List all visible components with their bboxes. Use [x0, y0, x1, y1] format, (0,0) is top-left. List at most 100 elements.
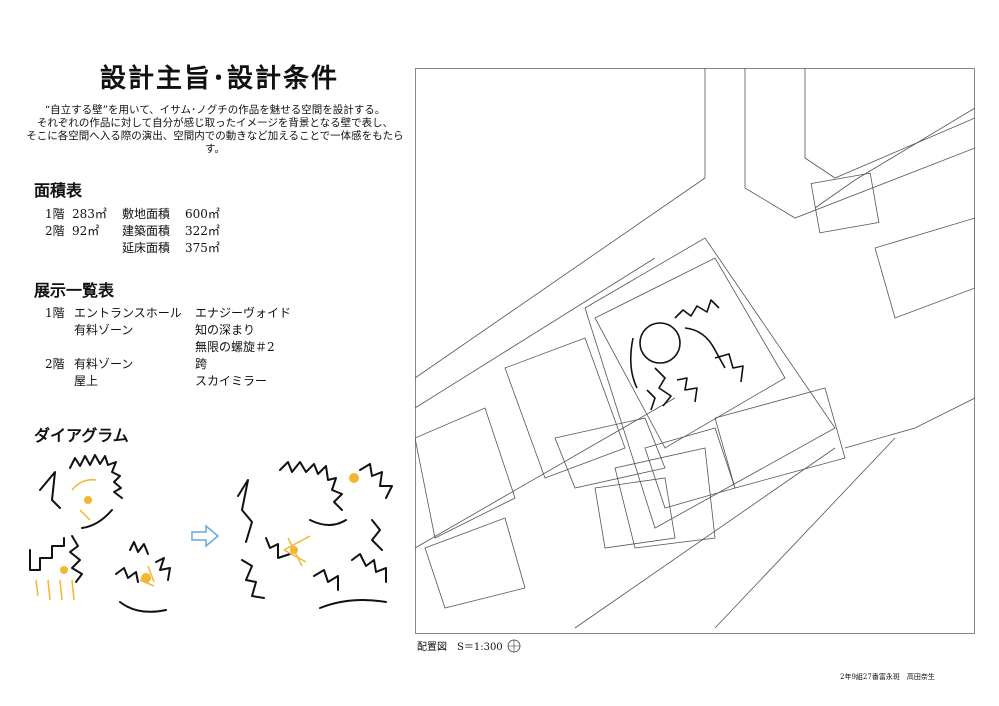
- museum-wall: [676, 377, 698, 403]
- artwork-star-icon: [141, 573, 151, 583]
- site-plan: [415, 68, 975, 634]
- site-plan-caption: 配置図 S＝1:300: [417, 638, 521, 653]
- wall-sketch: [241, 559, 265, 599]
- intro-line: そこに各空間へ入る際の演出、空間内での動きなど加えることで一体感をもたらす。: [26, 130, 404, 155]
- wall-sketch: [309, 519, 347, 526]
- artwork-star-icon: [290, 546, 298, 554]
- site-plan-frame: [415, 68, 975, 634]
- building-outline: [594, 477, 676, 549]
- floor-area: [72, 240, 122, 257]
- area-value: 600㎡: [185, 207, 220, 221]
- building-outline: [874, 217, 975, 319]
- exhibit-floor: [45, 373, 74, 390]
- road-edge: [714, 437, 896, 629]
- exhibit-table: 1階 エントランスホール エナジーヴォイド 有料ゾーン 知の深まり 無限の螺旋＃…: [45, 305, 335, 390]
- floor-label: 2階: [45, 224, 65, 238]
- wall-sketch: [119, 601, 167, 613]
- exhibit-space: エントランスホール: [74, 306, 182, 320]
- flow-arrow: [71, 478, 97, 491]
- area-row: 1階 283㎡ 敷地面積 600㎡: [45, 206, 235, 223]
- area-label: 建築面積: [122, 224, 171, 238]
- exhibit-work: 無限の螺旋＃2: [195, 340, 275, 354]
- flow-arrow: [59, 579, 63, 601]
- floor-area: 92㎡: [72, 224, 100, 238]
- exhibit-row: 2階 有料ゾーン 跨: [45, 356, 335, 373]
- page-title: 設計主旨･設計条件: [100, 64, 340, 94]
- flow-arrow: [79, 509, 91, 521]
- wall-sketch: [29, 537, 65, 571]
- flow-arrow: [35, 579, 39, 597]
- area-row: 延床面積 375㎡: [45, 240, 235, 257]
- wall-sketch: [279, 461, 343, 511]
- exhibit-space: 有料ゾーン: [74, 323, 134, 337]
- diagram-heading: ダイアグラム: [34, 426, 129, 445]
- area-table: 1階 283㎡ 敷地面積 600㎡ 2階 92㎡ 建築面積 322㎡ 延床面積 …: [45, 206, 235, 257]
- flow-arrow: [283, 549, 307, 563]
- area-value: 322㎡: [185, 224, 220, 238]
- museum-wall: [674, 299, 720, 319]
- exhibit-space: 有料ゾーン: [74, 357, 134, 371]
- wall-sketch: [69, 454, 123, 499]
- area-label: 敷地面積: [122, 207, 171, 221]
- exhibit-space: 屋上: [74, 374, 99, 388]
- flow-arrow: [283, 535, 311, 551]
- exhibit-row: 有料ゾーン 知の深まり: [45, 322, 335, 339]
- road-edge: [415, 68, 706, 379]
- artwork-star-icon: [84, 496, 92, 504]
- museum-wall: [646, 389, 656, 411]
- wall-sketch: [69, 535, 83, 583]
- artwork-markers: [60, 473, 359, 583]
- intro-line: “自立する壁”を用いて、イサム･ノグチの作品を魅せる空間を設計する。: [44, 104, 386, 116]
- wall-sketch: [115, 567, 139, 583]
- building-outline: [424, 517, 526, 609]
- flow-arrow: [147, 565, 155, 583]
- building-outline: [415, 407, 516, 539]
- road-edge: [814, 107, 975, 209]
- road-edge: [415, 257, 656, 409]
- north-arrow-icon: [507, 639, 521, 652]
- exhibit-table-heading: 展示一覧表: [34, 281, 115, 300]
- area-row: 2階 92㎡ 建築面積 322㎡: [45, 223, 235, 240]
- transition-arrow-icon: [191, 524, 220, 548]
- area-table-heading: 面積表: [34, 181, 83, 200]
- museum-plot: [594, 257, 786, 449]
- museum-wall: [629, 337, 638, 389]
- site-boundary: [584, 237, 836, 529]
- building-outline: [714, 387, 846, 489]
- wall-sketch: [313, 569, 339, 591]
- museum-rotunda: [639, 322, 681, 364]
- movement-arrows: [35, 478, 311, 601]
- flow-arrow: [47, 579, 51, 601]
- museum-wall: [654, 367, 672, 407]
- road-edge: [744, 68, 975, 219]
- wall-sketch: [371, 519, 383, 551]
- road-edge: [574, 447, 836, 629]
- wall-sketch: [39, 471, 61, 509]
- exhibit-work: エナジーヴォイド: [195, 306, 292, 320]
- exhibit-floor: 2階: [45, 357, 65, 371]
- exhibit-work: 知の深まり: [195, 323, 256, 337]
- wall-sketch: [319, 599, 387, 609]
- building-outline: [554, 417, 666, 489]
- area-label: 延床面積: [122, 241, 171, 255]
- site-plan-scale: S＝1:300: [457, 642, 503, 653]
- building-outline: [810, 172, 880, 234]
- flow-arrow: [71, 579, 75, 601]
- road-edge: [415, 397, 676, 549]
- museum-wall: [684, 327, 726, 369]
- exhibit-work: スカイミラー: [195, 374, 268, 388]
- exhibit-work: 跨: [195, 357, 208, 371]
- intro-line: それぞれの作品に対して自分が感じ取ったイメージを背景となる壁で表し、: [36, 117, 394, 129]
- wall-sketch: [155, 557, 171, 581]
- concept-diagram: [29, 454, 393, 613]
- site-plan-title: 配置図: [417, 642, 447, 653]
- exhibit-floor: [45, 322, 74, 339]
- design-intent-text: “自立する壁”を用いて、イサム･ノグチの作品を魅せる空間を設計する。 それぞれの…: [20, 104, 410, 156]
- artwork-star-icon: [60, 566, 68, 574]
- exhibit-floor: 1階: [45, 306, 65, 320]
- floor-label: 1階: [45, 207, 65, 221]
- road-edge: [844, 397, 975, 449]
- exhibit-space: [74, 339, 195, 356]
- sun-icon: [349, 473, 359, 483]
- wall-sketch: [129, 541, 149, 555]
